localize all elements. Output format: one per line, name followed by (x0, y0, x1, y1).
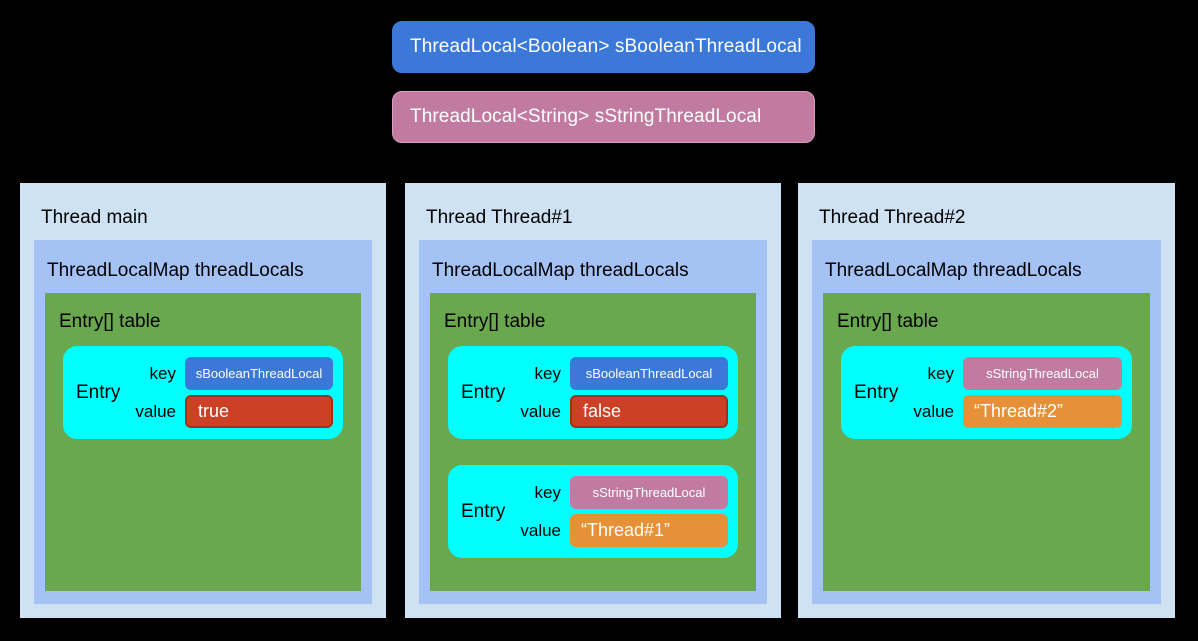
entry-list: Entry key sStringThreadLocal value “Thread#2… (841, 346, 1132, 465)
global-string-threadlocal-box: ThreadLocal<String> sStringThreadLocal (392, 91, 815, 143)
entry-table-title: Entry[] table (59, 311, 161, 332)
entry-fields: key sStringThreadLocal value “Thread#1” (512, 476, 728, 547)
entry-table-title: Entry[] table (444, 311, 546, 332)
entry-value-chip: “Thread#1” (570, 514, 728, 547)
entry-key-label: key (927, 363, 954, 383)
global-string-threadlocal-label: ThreadLocal<String> sStringThreadLocal (410, 106, 762, 127)
entry-list: Entry key sBooleanThreadLocal value true (63, 346, 343, 465)
thread-title: Thread Thread#2 (819, 207, 966, 228)
entry-key-chip: sBooleanThreadLocal (185, 357, 333, 390)
entry-card: Entry key sStringThreadLocal value “Thread#1… (448, 465, 738, 558)
entry-card: Entry key sBooleanThreadLocal value true (63, 346, 343, 439)
entry-value-chip: true (185, 395, 333, 428)
entry-fields: key sBooleanThreadLocal value true (127, 357, 333, 428)
entry-card-label: Entry (461, 500, 506, 522)
entry-key-row: key sStringThreadLocal (512, 476, 728, 509)
entry-card-label: Entry (76, 381, 121, 403)
entry-card-label: Entry (854, 381, 899, 403)
threadlocalmap-title: ThreadLocalMap threadLocals (825, 260, 1082, 281)
threadlocalmap-title: ThreadLocalMap threadLocals (47, 260, 304, 281)
entry-value-row: value false (512, 395, 728, 428)
entry-fields: key sStringThreadLocal value “Thread#2” (905, 357, 1122, 428)
entry-key-label: key (534, 482, 561, 502)
entry-value-row: value “Thread#2” (905, 395, 1122, 428)
entry-value-label: value (520, 520, 561, 540)
entry-card: Entry key sStringThreadLocal value “Thread#2… (841, 346, 1132, 439)
entry-value-chip: “Thread#2” (963, 395, 1122, 428)
entry-key-row: key sBooleanThreadLocal (512, 357, 728, 390)
entry-value-chip: false (570, 395, 728, 428)
entry-fields: key sBooleanThreadLocal value false (512, 357, 728, 428)
entry-card-label: Entry (461, 381, 506, 403)
entry-key-chip: sBooleanThreadLocal (570, 357, 728, 390)
entry-value-label: value (135, 401, 176, 421)
entry-key-label: key (149, 363, 176, 383)
entry-table-title: Entry[] table (837, 311, 939, 332)
entry-key-row: key sBooleanThreadLocal (127, 357, 333, 390)
thread-title: Thread main (41, 207, 148, 228)
entry-value-label: value (520, 401, 561, 421)
entry-value-row: value true (127, 395, 333, 428)
global-boolean-threadlocal-label: ThreadLocal<Boolean> sBooleanThreadLocal (410, 36, 802, 57)
entry-card: Entry key sBooleanThreadLocal value false (448, 346, 738, 439)
entry-key-chip: sStringThreadLocal (963, 357, 1122, 390)
entry-key-chip: sStringThreadLocal (570, 476, 728, 509)
global-boolean-threadlocal-box: ThreadLocal<Boolean> sBooleanThreadLocal (392, 21, 815, 73)
entry-value-label: value (913, 401, 954, 421)
entry-key-row: key sStringThreadLocal (905, 357, 1122, 390)
thread-title: Thread Thread#1 (426, 207, 573, 228)
entry-value-row: value “Thread#1” (512, 514, 728, 547)
threadlocalmap-title: ThreadLocalMap threadLocals (432, 260, 689, 281)
entry-key-label: key (534, 363, 561, 383)
